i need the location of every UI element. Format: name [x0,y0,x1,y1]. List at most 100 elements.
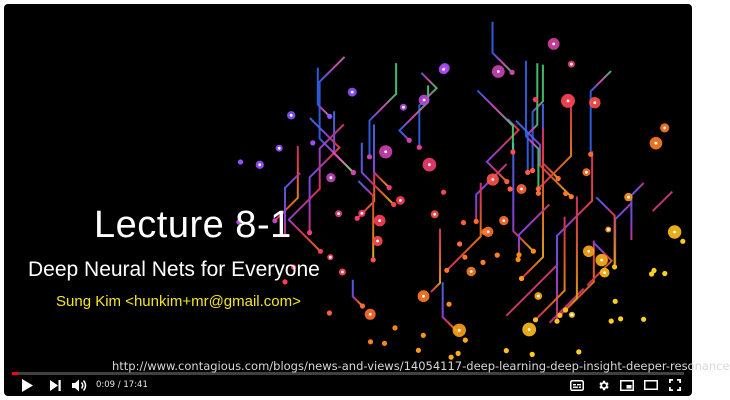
circuit-node [367,339,374,345]
glow-node-core [328,255,332,259]
circuit-trace [589,70,612,155]
progress-bar[interactable] [12,372,684,375]
circuit-node [515,256,521,263]
circuit-trace [541,103,559,180]
glow-node-core [570,62,573,66]
circuit-node [555,175,561,182]
circuit-node [494,252,500,258]
circuit-trace [630,182,645,240]
circuit-trace [491,21,513,74]
glow-node-core [502,219,506,223]
circuit-trace [595,196,616,267]
glow-node-core [496,70,500,73]
circuit-node [532,317,539,323]
glow-node-core [258,163,262,167]
circuit-node [612,264,618,270]
circuit-node [612,298,618,304]
settings-icon[interactable] [594,376,612,394]
circuit-node [462,337,468,343]
glow-node-core [527,328,531,331]
next-icon[interactable] [46,376,64,394]
circuit-trace [614,201,633,264]
glow-node-core [593,101,597,105]
glow-node-core [337,212,340,216]
circuit-trace [351,279,364,307]
circuit-node [326,310,332,316]
glow-node-core [289,113,293,117]
slide-title: Lecture 8-1 [94,204,292,246]
circuit-node [350,169,357,176]
glow-node-core [663,126,667,130]
circuit-trace [512,142,535,252]
glow-node-core [350,90,354,94]
glow-node-core [486,230,490,234]
circuit-node [535,190,542,196]
circuit-node [237,159,244,165]
circuit-node [473,218,479,224]
play-icon[interactable] [18,376,36,394]
circuit-trace [446,182,482,272]
subtitles-icon[interactable] [568,376,586,394]
circuit-node [662,270,668,277]
circuit-trace [476,89,514,152]
brain-circuit-illustration [236,16,686,360]
circuit-trace [586,241,614,287]
glow-node-core [536,294,540,298]
circuit-node [568,194,574,200]
circuit-trace [316,67,331,118]
glow-node-core [491,178,495,181]
circuit-node [525,169,531,175]
circuit-node [530,248,537,254]
circuit-trace [475,163,508,222]
circuit-node [503,348,509,354]
glow-node-core [341,270,344,274]
circuit-trace [518,203,551,255]
circuit-node [457,241,463,247]
glow-node-core [360,211,364,215]
circuit-node [236,219,242,225]
circuit-node [518,275,525,282]
glow-node-core [442,68,445,71]
circuit-node [532,97,539,103]
progress-played [12,372,18,375]
circuit-node [370,257,376,263]
circuit-node [563,307,569,313]
video-player[interactable]: Lecture 8-1 Deep Neural Nets for Everyon… [4,4,730,396]
video-frame: Lecture 8-1 Deep Neural Nets for Everyon… [4,4,730,396]
circuit-node [282,279,288,285]
circuit-trace [559,196,578,317]
glow-node-core [673,230,676,234]
volume-icon[interactable] [70,376,90,394]
circuit-trace [526,63,539,173]
miniplayer-icon[interactable] [618,376,636,394]
circuit-node [576,349,582,355]
circuit-trace [485,118,521,183]
circuit-node [416,144,422,150]
circuit-trace [397,85,430,142]
circuit-node [509,69,515,75]
circuit-trace [418,72,439,148]
circuit-node [530,167,536,174]
glow-node-core [654,141,658,145]
glow-node-core [399,199,402,202]
glow-node-core [603,271,606,274]
circuit-node [529,351,535,357]
circuit-trace [441,282,459,334]
circuit-trace [357,180,375,260]
circuit-node [381,340,388,346]
slide-subtitle: Deep Neural Nets for Everyone [28,258,320,281]
circuit-node [415,347,421,353]
theater-icon[interactable] [642,376,660,394]
circuit-node [359,303,365,309]
circuit-node [554,318,560,324]
time-display: 0:09 / 17:41 [96,380,148,390]
glow-node-core [384,150,388,154]
circuit-node [392,325,398,331]
glow-node-core [376,239,379,243]
circuit-node [291,264,297,270]
circuit-node [272,218,278,224]
circuit-trace [525,60,540,194]
fullscreen-icon[interactable] [666,376,684,394]
circuit-node [354,215,360,221]
glow-node-core [600,258,604,262]
